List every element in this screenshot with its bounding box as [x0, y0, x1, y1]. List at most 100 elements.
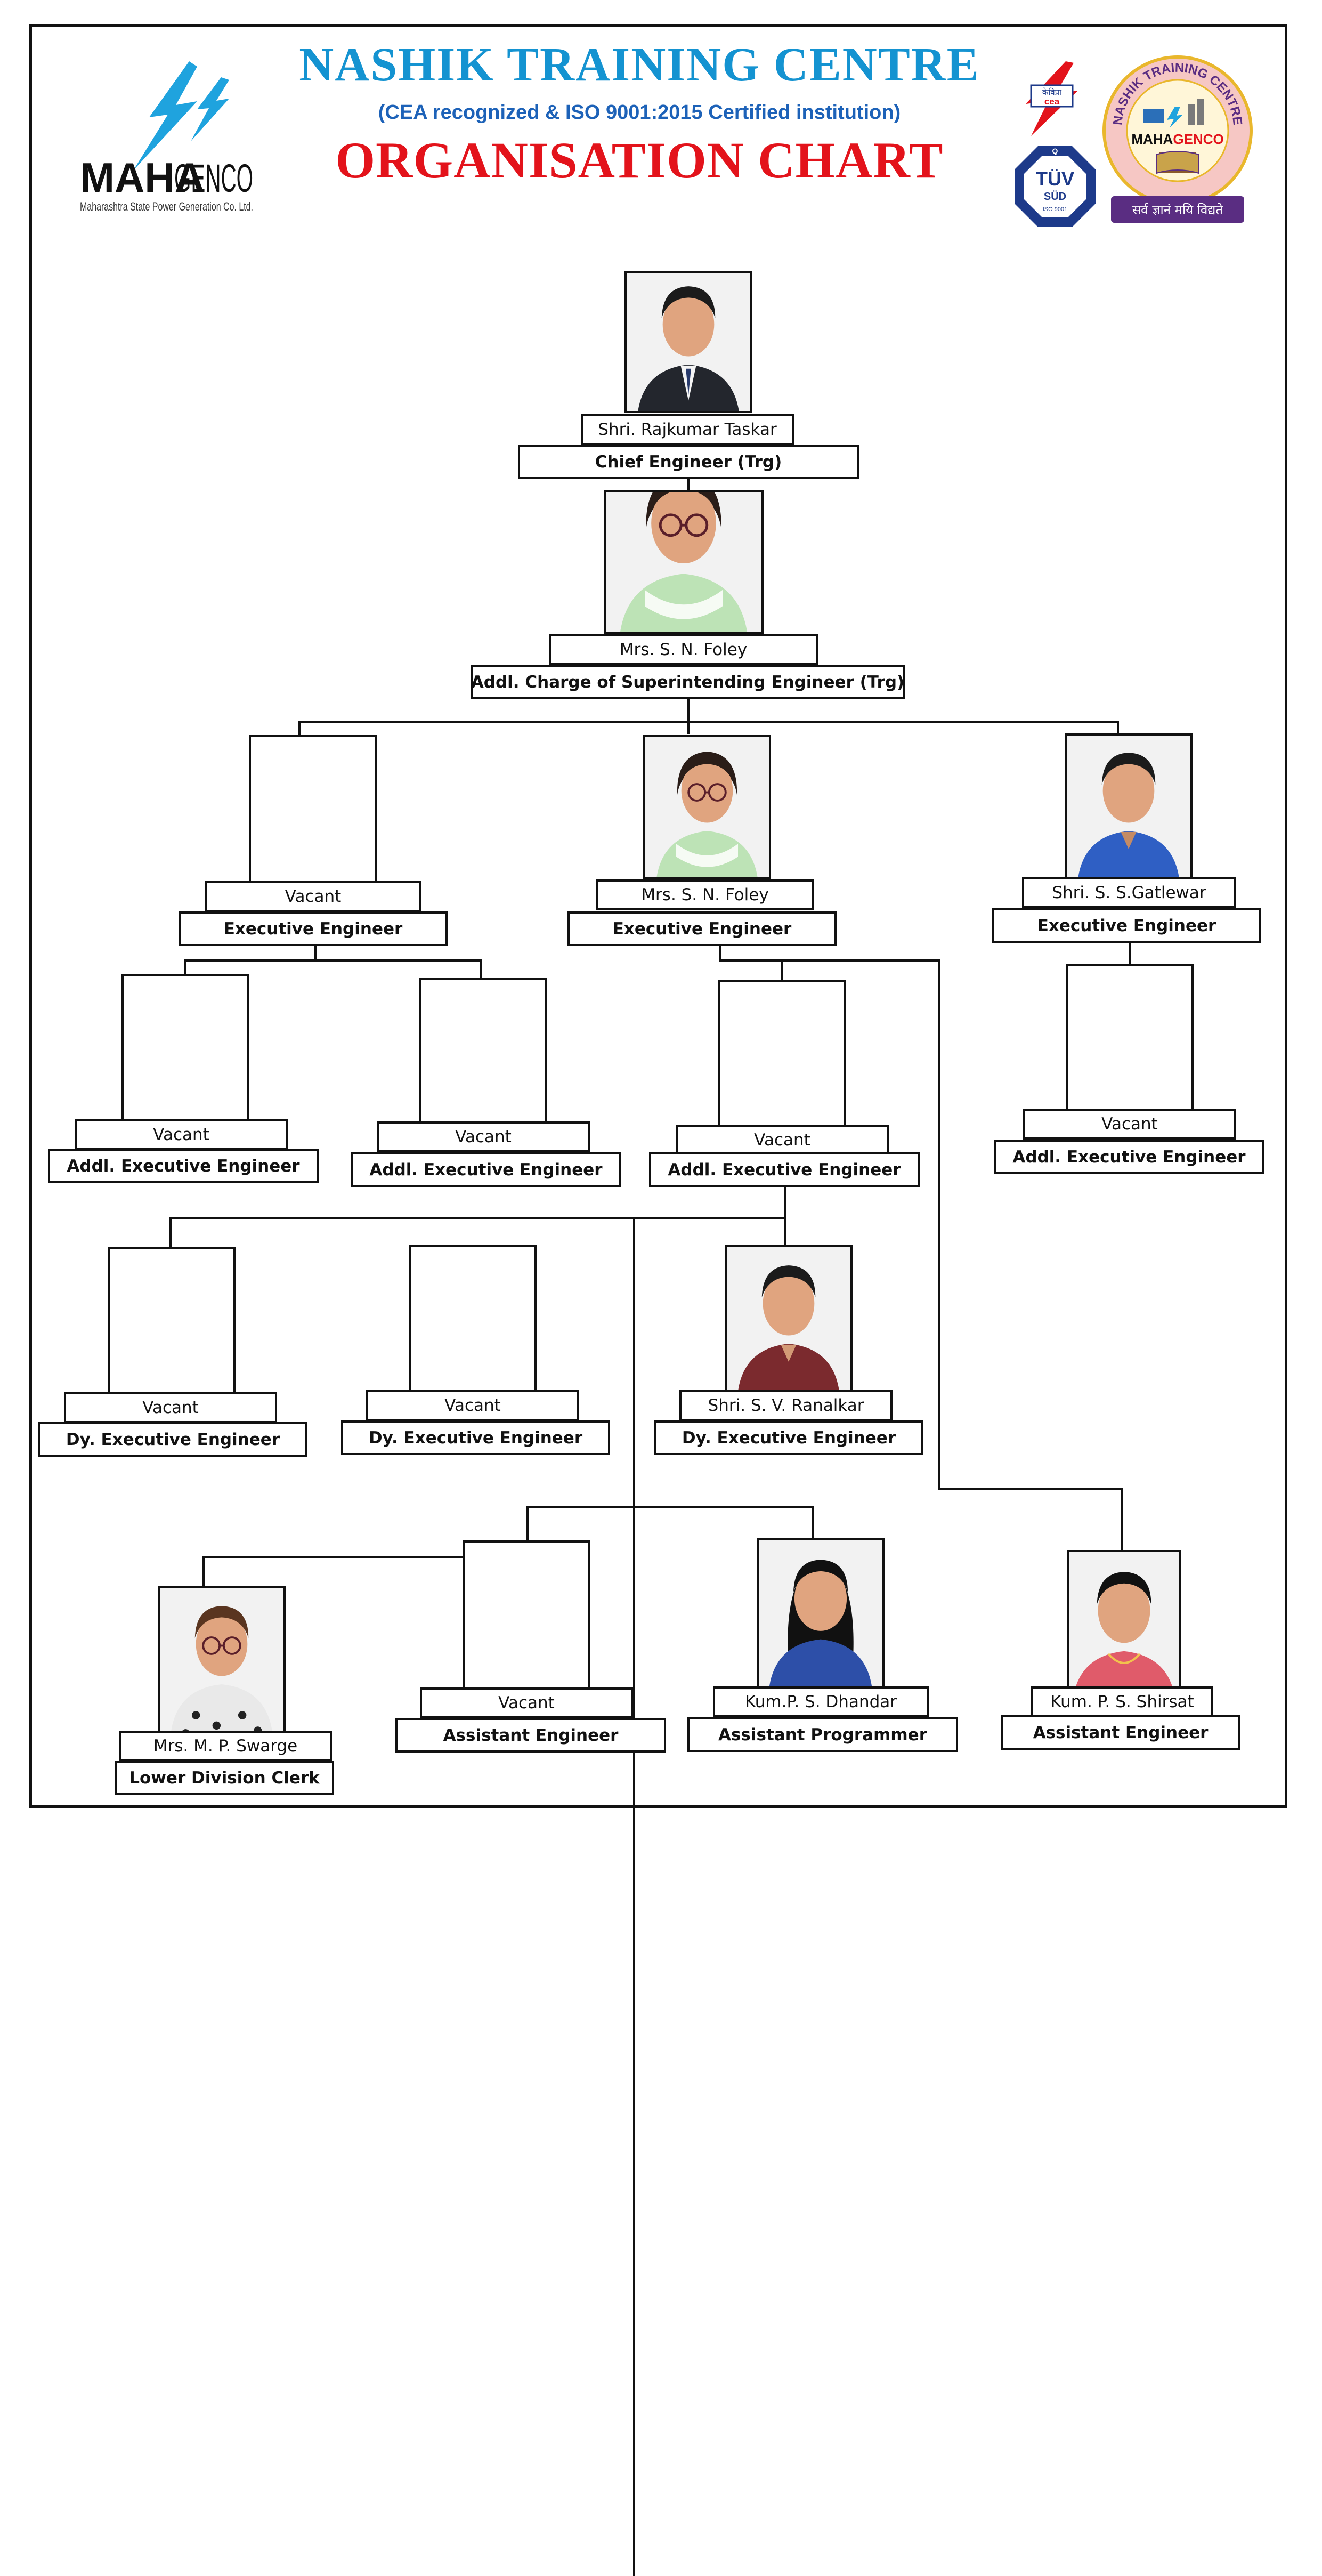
- vacant-photo-frame: [419, 978, 547, 1124]
- node-designation: Dy. Executive Engineer: [654, 1420, 923, 1455]
- cea-text: cea: [1044, 96, 1060, 107]
- connector-line: [781, 959, 783, 980]
- svg-text:Q: Q: [1052, 147, 1058, 155]
- cea-hindi-text: केविप्रा: [1042, 87, 1062, 97]
- cea-logo: केविप्रा cea: [1015, 59, 1090, 139]
- node-designation: Addl. Executive Engineer: [994, 1140, 1264, 1174]
- tuv-sud-logo: Q TÜV SÜD ISO 9001: [1012, 144, 1098, 229]
- node-name: Shri. S. V. Ranalkar: [679, 1390, 893, 1421]
- connector-line: [938, 1488, 1123, 1490]
- node-designation: Chief Engineer (Trg): [518, 445, 859, 479]
- node-designation: Lower Division Clerk: [115, 1761, 334, 1795]
- connector-line: [184, 959, 482, 962]
- vacant-photo-frame: [463, 1540, 590, 1690]
- node-designation: Addl. Executive Engineer: [48, 1149, 319, 1183]
- person-photo: [604, 490, 764, 634]
- logo-genco-text: GENCO: [174, 156, 253, 200]
- person-portrait-icon: [606, 492, 761, 632]
- node-name: Vacant: [75, 1119, 288, 1150]
- node-name: Mrs. S. N. Foley: [596, 879, 814, 910]
- node-designation: Assistant Programmer: [687, 1717, 958, 1752]
- node-name: Vacant: [377, 1121, 590, 1152]
- connector-line: [202, 1556, 205, 1587]
- node-name: Kum. P. S. Shirsat: [1031, 1686, 1213, 1717]
- connector-line: [812, 1506, 814, 1538]
- seal-genco-text: GENCO: [1173, 131, 1223, 147]
- chart-heading: ORGANISATION CHART: [335, 132, 944, 189]
- node-name: Shri. Rajkumar Taskar: [581, 414, 794, 445]
- vacant-photo-frame: [121, 974, 249, 1121]
- person-photo: [643, 735, 771, 879]
- person-portrait-icon: [1067, 736, 1190, 877]
- connector-line: [202, 1556, 463, 1558]
- connector-line: [719, 959, 940, 962]
- certification-subtitle: (CEA recognized & ISO 9001:2015 Certifie…: [378, 101, 901, 124]
- connector-line: [298, 721, 1119, 723]
- person-photo: [1067, 1550, 1181, 1700]
- vacant-photo-frame: [718, 980, 846, 1127]
- connector-line: [169, 1217, 786, 1219]
- page-border: [29, 24, 1287, 1808]
- node-designation: Dy. Executive Engineer: [341, 1420, 610, 1455]
- connector-line: [526, 1506, 814, 1508]
- connector-line: [938, 959, 940, 1490]
- person-photo: [757, 1538, 885, 1689]
- svg-text:MAHAGENCO: MAHAGENCO: [1131, 131, 1223, 147]
- node-name: Mrs. S. N. Foley: [549, 634, 818, 665]
- node-name: Vacant: [1023, 1109, 1236, 1140]
- person-photo: [725, 1245, 853, 1392]
- person-portrait-icon: [645, 737, 769, 877]
- person-photo: [1065, 733, 1193, 879]
- connector-line: [1129, 941, 1131, 964]
- person-portrait-icon: [1069, 1552, 1179, 1698]
- tuv-text: TÜV: [1036, 168, 1074, 190]
- node-designation: Addl. Executive Engineer: [649, 1152, 920, 1187]
- node-name: Kum.P. S. Dhandar: [713, 1686, 929, 1717]
- person-portrait-icon: [160, 1588, 283, 1731]
- node-designation: Executive Engineer: [992, 908, 1261, 943]
- iso-text: ISO 9001: [1043, 206, 1067, 213]
- seal-motto: सर्व ज्ञानं मयि विद्यते: [1132, 203, 1224, 217]
- vacant-photo-frame: [108, 1247, 236, 1394]
- centre-title: NASHIK TRAINING CENTRE: [299, 38, 980, 91]
- connector-line: [687, 699, 690, 734]
- node-name: Mrs. M. P. Swarge: [119, 1731, 332, 1762]
- person-portrait-icon: [627, 273, 750, 411]
- node-name: Vacant: [205, 881, 421, 912]
- seal-maha-text: MAHA: [1131, 131, 1173, 147]
- node-name: Vacant: [64, 1392, 277, 1423]
- node-name: Vacant: [366, 1390, 579, 1421]
- connector-line: [169, 1217, 172, 1249]
- vacant-photo-frame: [409, 1245, 537, 1392]
- node-designation: Executive Engineer: [567, 911, 837, 946]
- connector-line: [314, 946, 317, 962]
- connector-line: [184, 959, 186, 975]
- connector-line: [719, 946, 721, 962]
- person-photo: [624, 271, 752, 413]
- person-portrait-icon: [759, 1540, 882, 1686]
- vacant-photo-frame: [249, 735, 377, 883]
- connector-line: [526, 1506, 529, 1540]
- node-designation: Addl. Executive Engineer: [351, 1152, 621, 1187]
- person-portrait-icon: [727, 1247, 850, 1390]
- logo-maha-text: MAHA: [80, 154, 205, 201]
- node-name: Shri. S. S.Gatlewar: [1022, 877, 1236, 908]
- connector-line: [1121, 1488, 1123, 1551]
- node-name: Vacant: [420, 1687, 633, 1718]
- lightning-bolt-icon: MAHA GENCO Maharashtra State Power Gener…: [80, 61, 253, 213]
- node-designation: Dy. Executive Engineer: [38, 1422, 307, 1457]
- node-designation: Executive Engineer: [179, 911, 448, 946]
- node-designation: Addl. Charge of Superintending Engineer …: [471, 665, 905, 699]
- logo-tagline: Maharashtra State Power Generation Co. L…: [80, 200, 253, 213]
- node-designation: Assistant Engineer: [395, 1718, 666, 1753]
- connector-line: [633, 1217, 635, 2576]
- connector-line: [1117, 721, 1119, 737]
- person-photo: [158, 1586, 286, 1733]
- connector-line: [298, 721, 301, 737]
- vacant-photo-frame: [1066, 964, 1194, 1111]
- ntc-seal-logo: NASHIK TRAINING CENTRE MAHAGENCO सर्व ज्…: [1100, 53, 1255, 229]
- sud-text: SÜD: [1044, 190, 1066, 203]
- node-name: Vacant: [676, 1125, 889, 1156]
- node-designation: Assistant Engineer: [1001, 1715, 1240, 1750]
- mahagenco-logo: MAHA GENCO Maharashtra State Power Gener…: [69, 56, 261, 216]
